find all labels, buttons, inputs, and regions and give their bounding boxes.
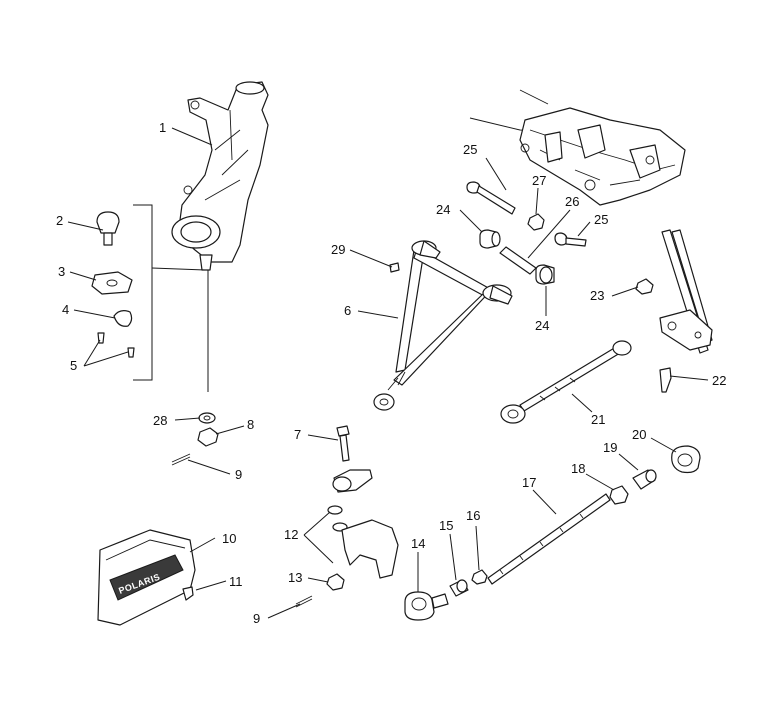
bolt-parts [466, 181, 587, 247]
callout-11: 11 [229, 574, 243, 589]
frame-section [469, 89, 686, 206]
callout-24-upper: 24 [436, 202, 450, 217]
washer-part [198, 412, 216, 424]
callout-20: 20 [632, 427, 646, 442]
callout-16: 16 [466, 508, 480, 523]
nut-18-part [609, 485, 629, 505]
callout-6: 6 [344, 303, 351, 318]
callout-28: 28 [153, 413, 167, 428]
callout-2: 2 [56, 213, 63, 228]
callout-19: 19 [603, 440, 617, 455]
cotter-pin-lower [295, 595, 313, 608]
a-arm [373, 240, 513, 411]
screw-parts [97, 332, 135, 358]
callout-21: 21 [591, 412, 605, 427]
nut-13-part [326, 573, 345, 591]
dust-boot [113, 310, 133, 327]
callout-29: 29 [331, 242, 345, 257]
leader-lines [67, 127, 709, 619]
nut-16-part [471, 569, 488, 585]
callout-10: 10 [222, 531, 236, 546]
callout-17: 17 [522, 475, 536, 490]
skid-guard-10: POLARIS [97, 529, 196, 626]
retainer-plate [91, 271, 133, 295]
callout-labels: 1 2 3 4 5 28 8 9 10 11 9 6 7 12 13 29 14… [56, 120, 726, 626]
steering-column [659, 229, 713, 354]
callout-15: 15 [439, 518, 453, 533]
callout-18: 18 [571, 461, 585, 476]
cotter-pin-part [171, 453, 191, 466]
callout-22: 22 [712, 373, 726, 388]
ball-joint-part [96, 211, 120, 246]
rod-end-part [332, 469, 373, 493]
callout-9-upper: 9 [235, 467, 242, 482]
ball-joint-bracket [133, 204, 209, 392]
callout-1: 1 [159, 120, 166, 135]
steering-knuckle [171, 81, 269, 271]
rod-end-14 [404, 591, 449, 621]
callout-3: 3 [58, 264, 65, 279]
nut-23-part [635, 278, 654, 295]
rod-end-20 [671, 445, 701, 474]
callout-27: 27 [532, 173, 546, 188]
callout-24-lower: 24 [535, 318, 549, 333]
callout-12: 12 [284, 527, 298, 542]
grease-fitting [389, 262, 400, 273]
steering-bracket [341, 519, 399, 579]
nut-part [197, 427, 219, 447]
callout-4: 4 [62, 302, 69, 317]
callout-8: 8 [247, 417, 254, 432]
callout-9-lower: 9 [253, 611, 260, 626]
bushing-parts [479, 229, 555, 285]
callout-23: 23 [590, 288, 604, 303]
bolt-7-part [336, 425, 350, 462]
callout-26: 26 [565, 194, 579, 209]
washer-12a [327, 505, 343, 515]
callout-5: 5 [70, 358, 77, 373]
sleeve-part [499, 246, 537, 275]
lock-nut-part [527, 213, 545, 231]
callout-14: 14 [411, 536, 425, 551]
callout-7: 7 [294, 427, 301, 442]
screw-11-part [182, 586, 194, 601]
callout-25-top: 25 [463, 142, 477, 157]
callout-25-right: 25 [594, 212, 608, 227]
callout-13: 13 [288, 570, 302, 585]
bolt-22-part [659, 367, 672, 393]
tie-rod-17 [487, 493, 611, 585]
tie-rod-21 [500, 340, 632, 424]
